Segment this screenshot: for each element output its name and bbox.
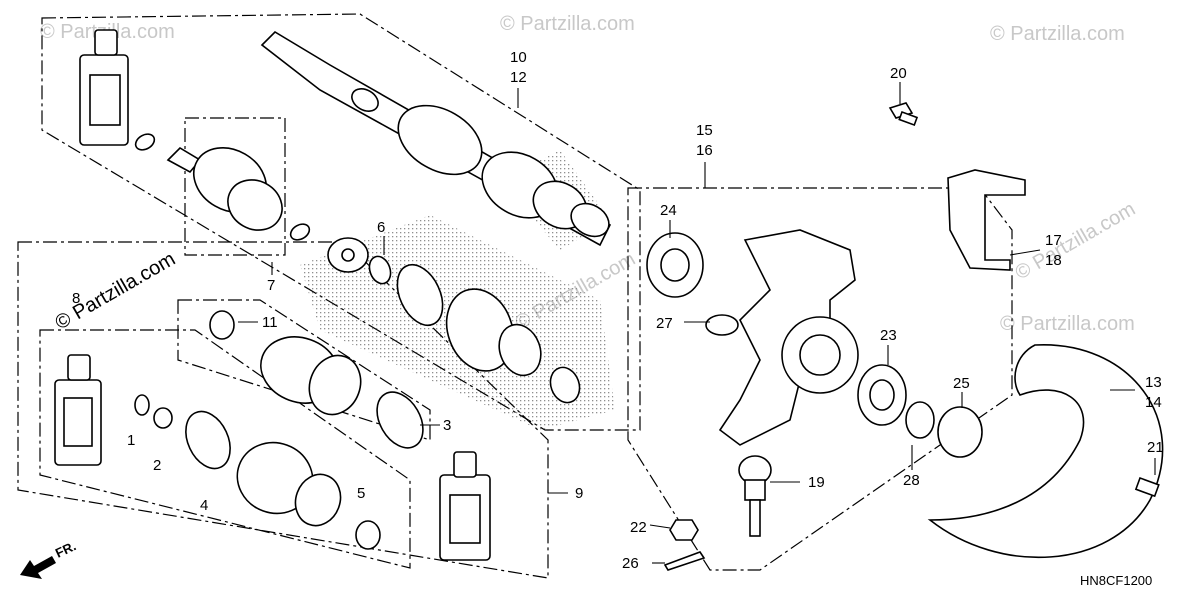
watermark: © Partzilla.com bbox=[500, 13, 635, 35]
stop-ring-icon bbox=[153, 407, 173, 429]
inner-joint-housing-icon bbox=[166, 146, 283, 231]
circlip-icon bbox=[134, 394, 150, 416]
callout-17: 17 bbox=[1045, 232, 1062, 249]
callout-6: 6 bbox=[377, 219, 385, 236]
circlip-icon bbox=[289, 223, 311, 241]
ball-joint-icon bbox=[738, 455, 772, 537]
callout-22: 22 bbox=[630, 519, 647, 536]
callout-25: 25 bbox=[953, 375, 970, 392]
callout-2: 2 bbox=[153, 457, 161, 474]
wheel-bearing-icon bbox=[869, 379, 895, 411]
front-arrow-label: FR. bbox=[53, 538, 78, 560]
callout-27: 27 bbox=[656, 315, 673, 332]
castle-nut-icon bbox=[669, 519, 699, 541]
callout-19: 19 bbox=[808, 474, 825, 491]
bearing-icon bbox=[660, 248, 690, 282]
callout-7: 7 bbox=[267, 277, 275, 294]
outer-boot-icon bbox=[236, 441, 342, 527]
bolt-icon bbox=[888, 102, 919, 127]
oil-seal-icon bbox=[937, 406, 983, 458]
callout-26: 26 bbox=[622, 555, 639, 572]
leader-lines bbox=[238, 82, 1156, 564]
callout-28: 28 bbox=[903, 472, 920, 489]
steering-knuckle-icon bbox=[718, 229, 859, 446]
callout-10: 10 bbox=[510, 49, 527, 66]
callout-18: 18 bbox=[1045, 252, 1062, 269]
grease-bottle-icon bbox=[79, 29, 129, 146]
snap-ring-icon bbox=[368, 255, 392, 285]
driveshaft-group-outline bbox=[41, 13, 641, 431]
callout-15: 15 bbox=[696, 122, 713, 139]
callout-16: 16 bbox=[696, 142, 713, 159]
boot-band-kit-outline bbox=[177, 299, 431, 441]
callout-3: 3 bbox=[443, 417, 451, 434]
callout-8: 8 bbox=[72, 290, 80, 307]
circlip-icon bbox=[905, 401, 935, 439]
caliper-bracket-icon bbox=[947, 169, 1026, 271]
callout-5: 5 bbox=[357, 485, 365, 502]
callout-4: 4 bbox=[200, 497, 208, 514]
boot-clamp-icon bbox=[549, 366, 581, 404]
watermark: © Partzilla.com bbox=[1000, 313, 1135, 335]
inner-boot-icon bbox=[445, 288, 542, 377]
driveshaft-icon bbox=[260, 30, 612, 247]
callout-24: 24 bbox=[660, 202, 677, 219]
outer-boot-kit-outline bbox=[39, 329, 411, 569]
callout-12: 12 bbox=[510, 69, 527, 86]
front-arrow-icon: FR. bbox=[20, 538, 78, 579]
boot-clamp-icon bbox=[355, 520, 381, 550]
callout-20: 20 bbox=[890, 65, 907, 82]
watermark: © Partzilla.com bbox=[990, 23, 1125, 45]
bolt-icon bbox=[1134, 476, 1160, 498]
boot-clamp-icon bbox=[209, 310, 235, 340]
inner-joint-outline bbox=[184, 117, 286, 256]
watermark: © Partzilla.com bbox=[1012, 198, 1140, 284]
callout-1: 1 bbox=[127, 432, 135, 449]
grease-bottle-icon bbox=[439, 451, 491, 561]
callout-13: 13 bbox=[1145, 374, 1162, 391]
callout-21: 21 bbox=[1147, 439, 1164, 456]
watermark: © Partzilla.com bbox=[52, 248, 180, 334]
diagram-code: HN8CF1200 bbox=[1080, 573, 1152, 588]
inner-boot-group-outline bbox=[17, 241, 549, 579]
boot-icon bbox=[260, 336, 362, 416]
circlip-icon bbox=[705, 314, 739, 336]
boot-band-icon bbox=[396, 263, 444, 327]
circlip-icon bbox=[134, 133, 156, 151]
cotter-pin-icon bbox=[663, 551, 706, 571]
boot-band-icon bbox=[185, 410, 231, 470]
disc-cover-icon bbox=[927, 344, 1164, 559]
callout-9: 9 bbox=[575, 485, 583, 502]
callout-labels: 1 2 3 4 5 6 7 8 9 10 12 11 13 14 15 16 1… bbox=[72, 49, 1164, 572]
callout-11: 11 bbox=[262, 314, 278, 331]
spider-bearing-icon bbox=[327, 237, 369, 273]
grease-bottle-icon bbox=[54, 354, 102, 466]
callout-23: 23 bbox=[880, 327, 897, 344]
callout-14: 14 bbox=[1145, 394, 1162, 411]
boot-band-icon bbox=[376, 391, 424, 449]
